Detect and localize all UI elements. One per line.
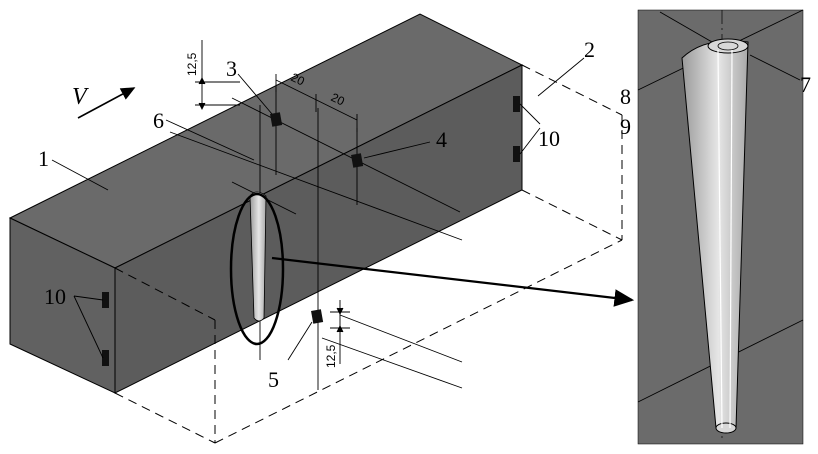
label-7: 7 (800, 72, 811, 97)
inset-panel (637, 9, 804, 445)
dimension-bottom-offset-text: 12,5 (324, 344, 338, 368)
label-2: 2 (584, 37, 595, 62)
label-9: 9 (620, 114, 631, 139)
axis-lines (169, 87, 463, 390)
inset-strut-top (707, 38, 749, 54)
label-10-left: 10 (44, 284, 66, 309)
sensor-10-right-lower (513, 146, 520, 162)
label-8: 8 (620, 84, 631, 109)
label-1: 1 (38, 146, 49, 171)
dashed-extension-box (114, 64, 623, 444)
label-10-right: 10 (538, 126, 560, 151)
leader-lines (51, 57, 585, 361)
dimension-top-offset (195, 40, 240, 111)
inset-strut-bottom (715, 422, 737, 434)
label-5: 5 (268, 367, 279, 392)
sensor-4 (351, 153, 364, 168)
velocity-arrow (77, 87, 136, 119)
sensor-10-left-upper (102, 292, 109, 308)
sensor-5 (311, 309, 324, 324)
sensors (102, 96, 520, 366)
dimension-spacing (275, 74, 358, 132)
dimension-spacing-b-text: 20 (329, 90, 347, 109)
zoom-arrow (271, 256, 635, 307)
label-4: 4 (436, 127, 447, 152)
sensor-10-left-lower (102, 350, 109, 366)
velocity-label: V (72, 84, 89, 110)
label-3: 3 (226, 56, 237, 81)
sensor-10-right-upper (513, 96, 520, 112)
dimension-top-offset-text: 12,5 (185, 52, 199, 76)
strut-small (249, 191, 267, 322)
dimension-spacing-a-text: 20 (289, 70, 307, 89)
dimension-bottom-offset (330, 300, 350, 364)
sensor-3 (270, 112, 283, 127)
strut-highlight-ellipse (229, 192, 285, 346)
label-6: 6 (153, 108, 164, 133)
